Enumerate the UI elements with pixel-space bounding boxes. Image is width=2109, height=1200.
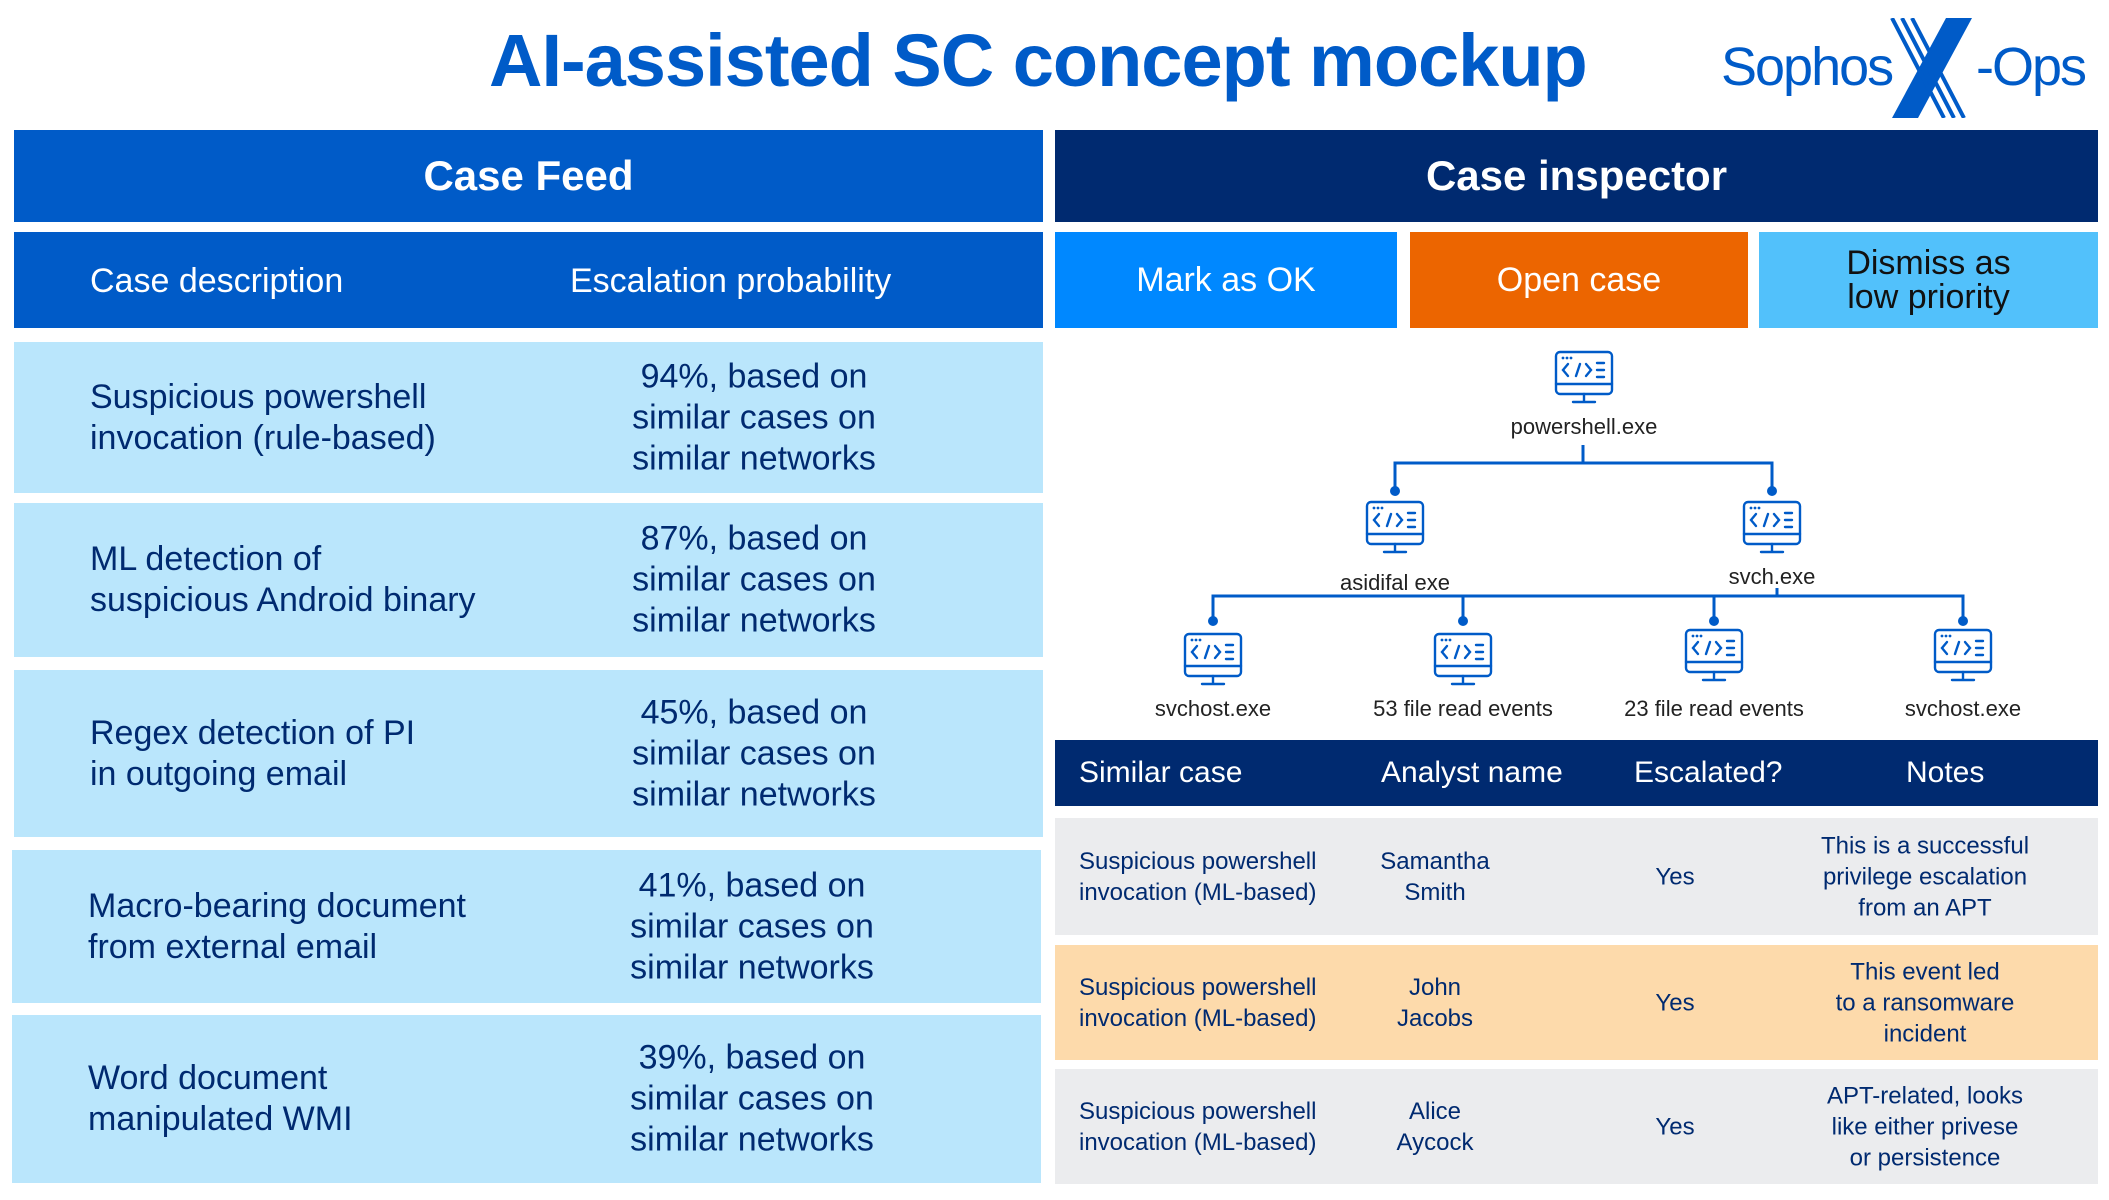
similar-case-row-highlighted[interactable]: Suspicious powershell invocation (ML-bas… xyxy=(1055,945,2098,1060)
column-analyst-name: Analyst name xyxy=(1381,756,1563,789)
case-notes: This event led to a ransomware incident xyxy=(1835,958,2015,1047)
escalation-probability: 87%, based on similar cases on similar n… xyxy=(632,519,876,640)
tree-node-grandchild[interactable]: 53 file read events xyxy=(1343,632,1583,722)
escalation-probability: 45%, based on similar cases on similar n… xyxy=(632,693,876,813)
tree-connectors xyxy=(1208,445,1968,626)
code-monitor-icon xyxy=(1933,628,1993,682)
code-monitor-icon xyxy=(1742,500,1802,554)
node-label: 53 file read events xyxy=(1373,696,1553,721)
x-mark-icon xyxy=(1890,18,1972,118)
logo-text-sophos: Sophos xyxy=(1721,37,1894,97)
analyst-name: Alice Aycock xyxy=(1396,1097,1474,1156)
code-monitor-icon xyxy=(1554,350,1614,404)
node-label: svchost.exe xyxy=(1154,696,1272,721)
column-case-description: Case description xyxy=(90,262,344,300)
case-feed-row[interactable]: Regex detection of PI in outgoing email … xyxy=(14,670,1043,837)
column-escalation-probability: Escalation probability xyxy=(570,262,892,300)
code-monitor-icon xyxy=(1684,628,1744,682)
escalation-probability: 39%, based on similar cases on similar n… xyxy=(630,1038,874,1159)
case-notes: This is a successful privilege escalatio… xyxy=(1820,832,2030,921)
tree-node-root[interactable]: powershell.exe xyxy=(1464,350,1704,440)
similar-case-name: Suspicious powershell invocation (ML-bas… xyxy=(1079,1097,1317,1156)
similar-case-row[interactable]: Suspicious powershell invocation (ML-bas… xyxy=(1055,818,2098,935)
tree-node-child[interactable]: asidifal exe xyxy=(1275,500,1515,596)
node-label: powershell.exe xyxy=(1510,414,1658,439)
column-escalated: Escalated? xyxy=(1634,756,1783,789)
process-tree: powershell.exe asidifal exe svch.exe svc… xyxy=(1055,340,2098,730)
tree-node-child[interactable]: svch.exe xyxy=(1652,500,1892,590)
node-label: svch.exe xyxy=(1728,564,1816,589)
tree-node-grandchild[interactable]: 23 file read events xyxy=(1594,628,1834,722)
case-feed-row[interactable]: ML detection of suspicious Android binar… xyxy=(14,503,1043,657)
sophos-xops-logo: Sophos -Ops xyxy=(1718,18,2096,118)
node-label: 23 file read events xyxy=(1624,696,1804,721)
similar-case-name: Suspicious powershell invocation (ML-bas… xyxy=(1079,847,1317,906)
case-inspector-header: Case inspector xyxy=(1055,130,2098,222)
mark-as-ok-button[interactable]: Mark as OK xyxy=(1055,232,1397,328)
analyst-name: John Jacobs xyxy=(1396,973,1474,1032)
case-description: Regex detection of PI in outgoing email xyxy=(90,713,416,793)
case-feed-row[interactable]: Word document manipulated WMI 39%, based… xyxy=(12,1015,1041,1183)
node-label: svchost.exe xyxy=(1904,696,2022,721)
dismiss-low-priority-button[interactable]: Dismiss as low priority xyxy=(1759,232,2098,328)
escalation-probability: 41%, based on similar cases on similar n… xyxy=(630,866,874,986)
case-feed-row[interactable]: Macro-bearing document from external ema… xyxy=(12,850,1041,1003)
tree-node-grandchild[interactable]: svchost.exe xyxy=(1093,632,1333,722)
similar-case-name: Suspicious powershell invocation (ML-bas… xyxy=(1079,973,1317,1032)
node-label: asidifal exe xyxy=(1339,570,1451,595)
escalated-value: Yes xyxy=(1655,863,1695,890)
escalation-probability: 94%, based on similar cases on similar n… xyxy=(632,357,876,477)
case-feed-column-header: Case description Escalation probability xyxy=(14,232,1043,328)
similar-cases-header: Similar case Analyst name Escalated? Not… xyxy=(1055,740,2098,806)
code-monitor-icon xyxy=(1365,500,1425,554)
case-description: Macro-bearing document from external ema… xyxy=(88,886,466,966)
case-description: Word document manipulated WMI xyxy=(88,1059,353,1138)
case-feed-header: Case Feed xyxy=(14,130,1043,222)
code-monitor-icon xyxy=(1183,632,1243,686)
case-notes: APT-related, looks like either privese o… xyxy=(1826,1082,2024,1171)
similar-case-row[interactable]: Suspicious powershell invocation (ML-bas… xyxy=(1055,1069,2098,1184)
page-title: AI-assisted SC concept mockup xyxy=(489,19,1588,102)
analyst-name: Samantha Smith xyxy=(1380,847,1490,906)
tree-node-grandchild[interactable]: svchost.exe xyxy=(1843,628,2083,722)
escalated-value: Yes xyxy=(1655,1113,1695,1140)
escalated-value: Yes xyxy=(1655,989,1695,1016)
column-notes: Notes xyxy=(1906,756,1985,789)
code-monitor-icon xyxy=(1433,632,1493,686)
column-similar-case: Similar case xyxy=(1079,756,1243,789)
case-feed-row[interactable]: Suspicious powershell invocation (rule-b… xyxy=(14,342,1043,493)
open-case-button[interactable]: Open case xyxy=(1410,232,1748,328)
logo-text-ops: -Ops xyxy=(1976,37,2087,97)
case-description: ML detection of suspicious Android binar… xyxy=(90,540,476,619)
case-description: Suspicious powershell invocation (rule-b… xyxy=(90,377,436,457)
